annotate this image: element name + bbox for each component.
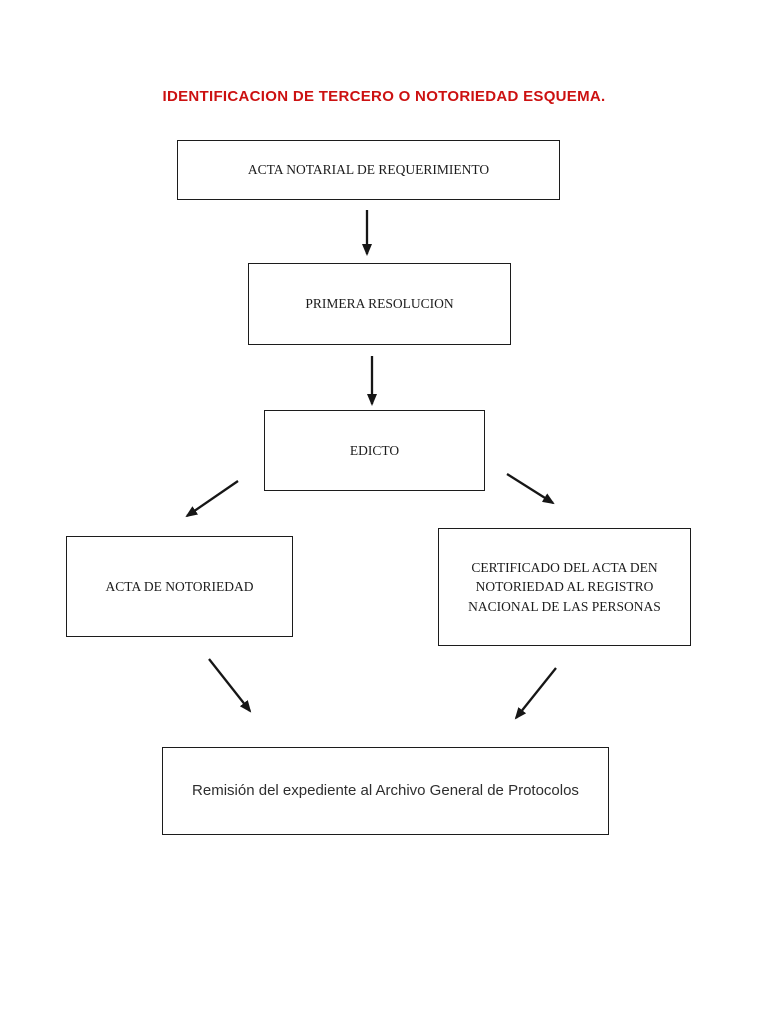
arrow-edicto-to-certificado bbox=[506, 473, 555, 505]
arrow-certificado-to-remision bbox=[514, 667, 557, 720]
flow-node-label: ACTA NOTARIAL DE REQUERIMIENTO bbox=[247, 162, 490, 178]
flow-node-label: PRIMERA RESOLUCION bbox=[305, 296, 454, 312]
flow-node-certificado-del-acta: CERTIFICADO DEL ACTA DEN NOTORIEDAD AL R… bbox=[438, 528, 691, 646]
flow-node-label: CERTIFICADO DEL ACTA DEN NOTORIEDAD AL R… bbox=[468, 560, 661, 614]
arrow-acta-notoriedad-to-remision bbox=[208, 658, 252, 713]
flow-node-label: EDICTO bbox=[349, 442, 400, 458]
flow-node-label: Remisión del expediente al Archivo Gener… bbox=[192, 782, 579, 800]
flow-node-remision-expediente: Remisión del expediente al Archivo Gener… bbox=[162, 747, 609, 835]
flow-node-label: ACTA DE NOTORIEDAD bbox=[105, 578, 254, 594]
flow-node-edicto: EDICTO bbox=[264, 410, 485, 491]
arrow-edicto-to-acta-notoriedad bbox=[185, 480, 239, 518]
diagram-title: IDENTIFICACION DE TERCERO O NOTORIEDAD E… bbox=[162, 88, 606, 105]
flow-node-primera-resolucion: PRIMERA RESOLUCION bbox=[248, 263, 511, 345]
flow-node-acta-notarial-de-requerimiento: ACTA NOTARIAL DE REQUERIMIENTO bbox=[177, 140, 560, 200]
flow-node-acta-de-notoriedad: ACTA DE NOTORIEDAD bbox=[66, 536, 293, 637]
